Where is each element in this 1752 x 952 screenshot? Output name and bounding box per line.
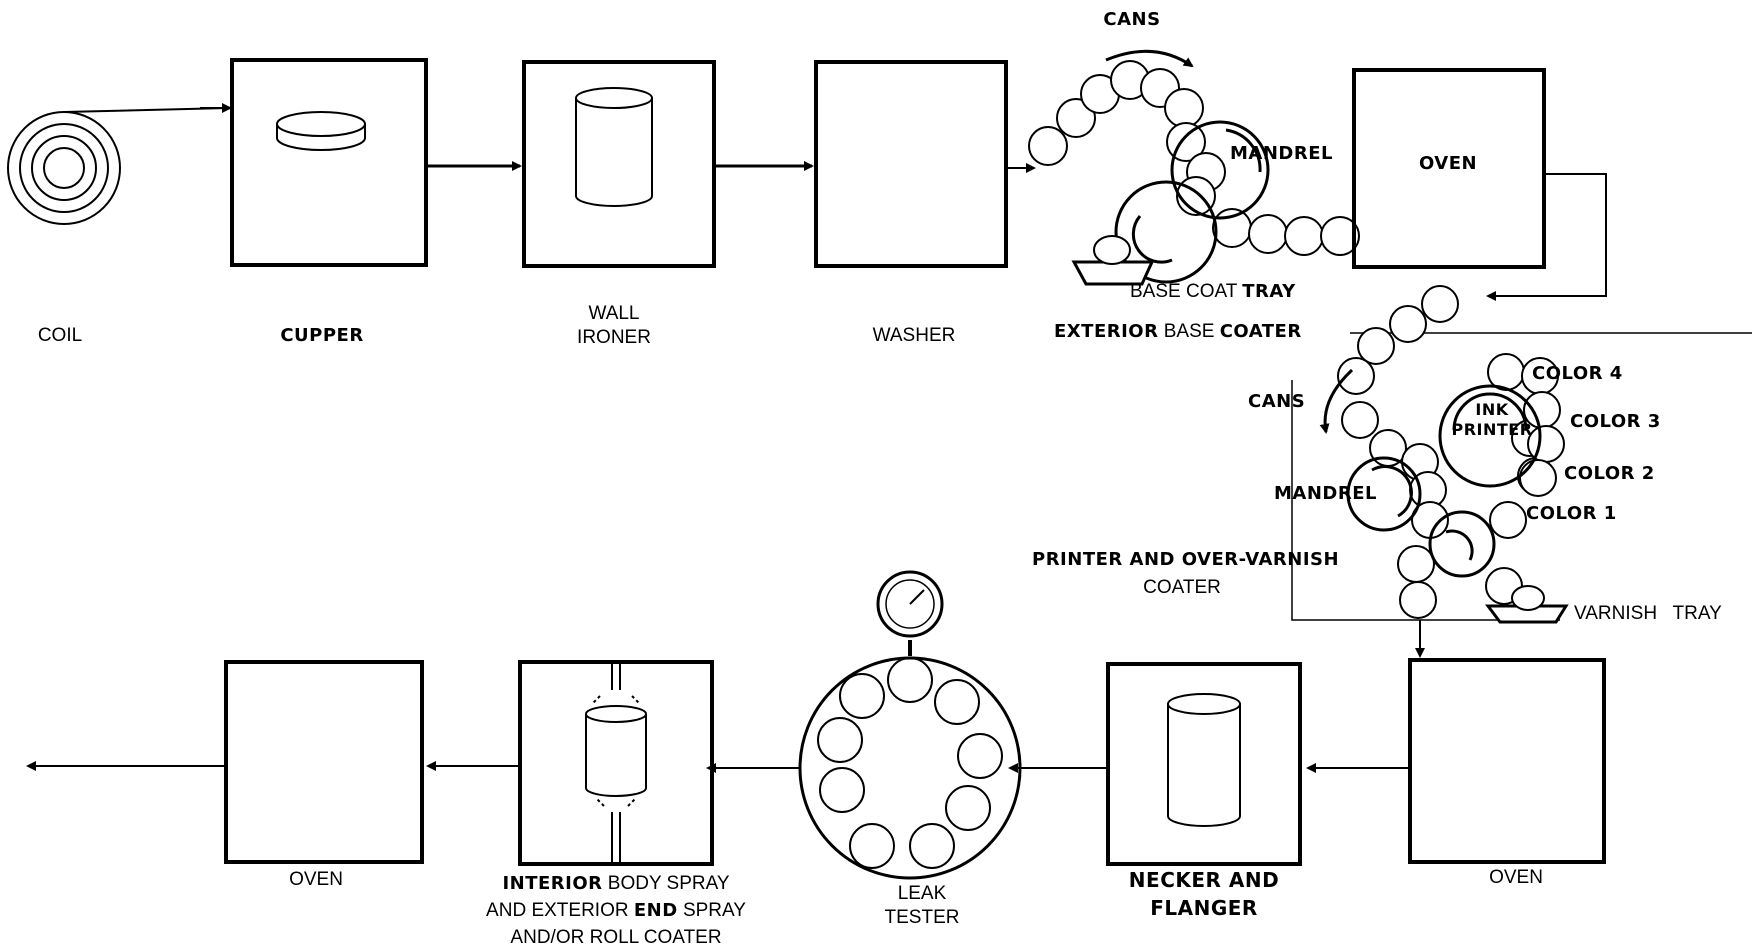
interior-spray-line-2: AND EXTERIOR END SPRAY [486,897,746,924]
cans-direction-arrow-printer [1319,368,1354,434]
interior-word: INTERIOR [502,873,603,894]
base-coater-cans-label: CANS [1103,9,1161,30]
ink-printer-line-2: PRINTER [1451,420,1533,439]
exterior-base-coater-label: EXTERIOR BASE COATER [1054,320,1302,344]
wall-ironer-label: WALL IRONER [577,302,651,350]
bottom-oven-box [1408,658,1606,864]
base-coater-mandrel-label: MANDREL [1230,143,1333,164]
printer-cans-label: CANS [1248,391,1306,412]
printer-coater-label: COATER [1143,577,1221,598]
color-3-label: COLOR 3 [1570,411,1661,432]
body-spray-words: BODY SPRAY [602,873,730,894]
top-oven-box [1352,68,1546,269]
base-coater-cans [1028,60,1360,256]
cupper-box [230,58,428,267]
tray-roller-icon [1093,235,1131,265]
wall-ironer-line-2: IRONER [577,327,651,348]
printer-over-varnish-label: PRINTER AND OVER-VARNISH [1032,549,1340,570]
base-coat-tray-text: BASE COAT [1130,281,1243,302]
interior-spray-label: INTERIOR BODY SPRAY AND EXTERIOR END SPR… [486,870,746,951]
base-coat-tray-label: BASE COAT TRAY [1130,280,1296,304]
leak-tester-line-2: TESTER [884,907,960,928]
spray-word: SPRAY [677,900,746,921]
wall-ironer-line-1: WALL [588,303,640,324]
printer-mandrel-label: MANDREL [1274,483,1377,504]
base-coat-tray-icon [1071,260,1155,286]
coater-word: COATER [1219,321,1302,342]
necked-can-icon [1167,693,1241,827]
final-oven-label: OVEN [289,869,343,890]
varnish-tray-label: VARNISH TRAY [1574,603,1722,624]
color-2-label: COLOR 2 [1564,463,1655,484]
coil-label: COIL [37,325,83,346]
wall-ironer-box [522,60,716,268]
interior-spray-line-1: INTERIOR BODY SPRAY [486,870,746,897]
printer-frame-line [1291,380,1560,621]
necker-flanger-label: NECKER AND FLANGER [1129,866,1279,922]
can-body-icon [575,87,653,207]
oven-exit-line [1486,173,1607,301]
printer-cans [1337,285,1565,619]
color-4-label: COLOR 4 [1532,363,1623,384]
final-oven-box [224,660,424,864]
printer-mandrel-roll [1346,456,1422,532]
cupper-label: CUPPER [280,325,364,346]
varnish-roll [1428,510,1496,578]
spray-can-icon [585,662,647,864]
base-coater-mandrel-roll [1170,120,1270,220]
cup-icon [276,111,366,151]
exterior-word: EXTERIOR [1054,321,1159,342]
interior-spray-box [518,660,714,866]
end-word: END [633,900,678,921]
leak-tester-wheel [798,656,1022,880]
base-word: BASE [1158,321,1220,342]
cans-direction-arrow-top [1105,49,1194,68]
necker-line-2: FLANGER [1150,896,1258,920]
top-oven-label: OVEN [1418,153,1478,174]
washer-label: WASHER [872,325,956,346]
base-coat-tray-bold: TRAY [1242,281,1296,302]
varnish-roller-icon [1511,585,1545,611]
coil-icon [7,107,229,225]
color-1-label: COLOR 1 [1526,503,1617,524]
base-coater-applicator-roll [1114,180,1218,284]
ink-printer-line-1: INK [1475,400,1509,419]
interior-spray-line-3: AND/OR ROLL COATER [510,927,722,948]
leak-tester-label: LEAK TESTER [885,882,960,930]
necker-flanger-box [1106,662,1302,866]
ink-printer-roll [1438,384,1542,488]
bottom-oven-label: OVEN [1489,867,1543,888]
necker-line-1: NECKER AND [1128,868,1280,892]
pressure-gauge-icon [876,570,944,656]
and-exterior-words: AND EXTERIOR [486,900,634,921]
ink-printer-label: INK PRINTER [1451,400,1532,440]
leak-tester-line-1: LEAK [897,883,947,904]
washer-box [814,60,1008,268]
